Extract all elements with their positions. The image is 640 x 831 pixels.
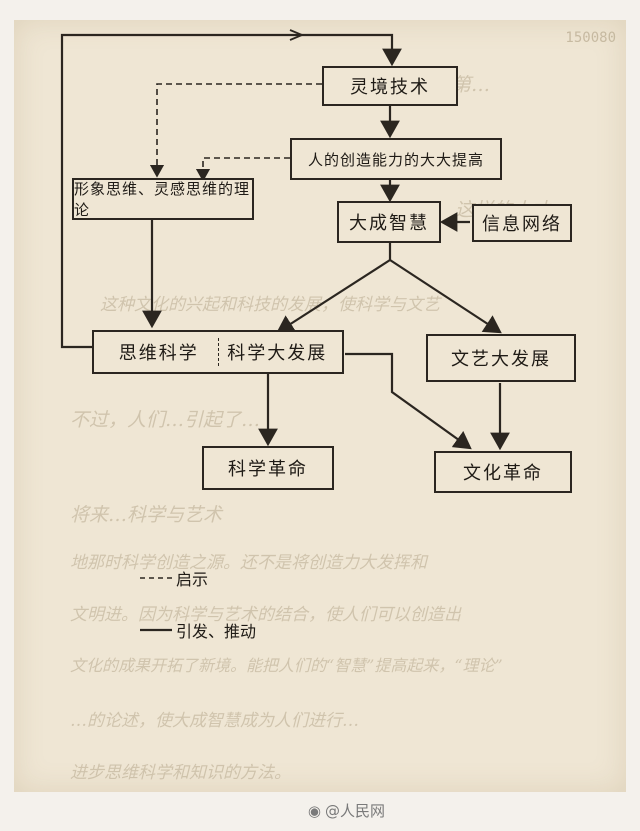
node-creativity: 人的创造能力的大大提高 bbox=[290, 138, 502, 180]
arrow-science-culture bbox=[345, 352, 472, 450]
background-text-line: 进步思维科学和知识的方法。 bbox=[70, 763, 291, 783]
loop-top-arrow bbox=[289, 29, 305, 41]
node-culture-revolution: 文化革命 bbox=[434, 451, 572, 493]
background-text-line: 不过，人们…引起了… bbox=[70, 409, 261, 431]
node-lingjing-tech: 灵境技术 bbox=[322, 66, 458, 106]
dashed-creativity-xingxiang bbox=[195, 157, 290, 182]
node-arts-development: 文艺大发展 bbox=[426, 334, 576, 382]
background-text-line: 这种文化的兴起和科技的发展，使科学与文艺 bbox=[100, 295, 440, 315]
arrow-split-arts bbox=[389, 259, 502, 334]
background-text-line: 将来…科学与艺术 bbox=[70, 504, 223, 526]
background-text-line: 地那时科学创造之源。还不是将创造力大发挥和 bbox=[70, 553, 427, 573]
watermark-text: @人民网 bbox=[324, 802, 385, 820]
background-text-line: 文化的成果开拓了新境。能把人们的“智慧”提高起来，“理论” bbox=[70, 656, 503, 675]
watermark: ◉ @人民网 bbox=[308, 800, 385, 821]
node-wisdom: 大成智慧 bbox=[337, 201, 441, 243]
node-info-network: 信息网络 bbox=[472, 204, 572, 242]
dashed-lingjing-xingxiang bbox=[149, 83, 322, 178]
loop-line bbox=[60, 33, 402, 349]
node-xingxiang-theory: 形象思维、灵感思维的理论 bbox=[72, 178, 254, 220]
node-thinking-science-development: 思维科学 科学大发展 bbox=[92, 330, 344, 374]
page-number: 150080 bbox=[565, 30, 616, 46]
node-science-development: 科学大发展 bbox=[227, 343, 328, 364]
background-text-line: 文明进。因为科学与艺术的结合，使人们可以创造出 bbox=[70, 605, 461, 625]
arrow-split-science bbox=[276, 259, 391, 334]
node-thinking-science: 思维科学 bbox=[118, 343, 199, 364]
background-text-line: …的论述，使大成智慧成为人们进行… bbox=[70, 711, 359, 731]
legend-dashed-label: 启示 bbox=[176, 570, 209, 589]
dashed-divider bbox=[217, 338, 219, 366]
legend-solid-label: 引发、推动 bbox=[176, 622, 257, 641]
node-science-revolution: 科学革命 bbox=[202, 446, 334, 490]
weibo-icon: ◉ bbox=[307, 801, 321, 820]
